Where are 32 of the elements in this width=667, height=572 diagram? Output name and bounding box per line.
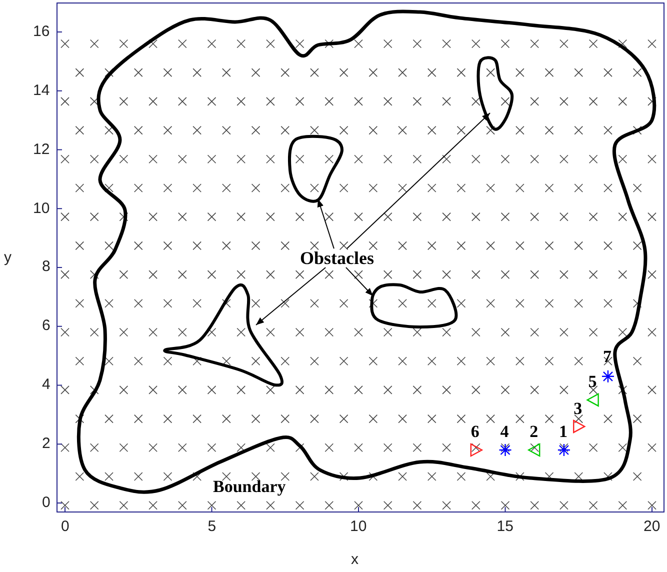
tick-label: 15: [496, 519, 514, 534]
point-number: 1: [558, 423, 568, 440]
point-number: 5: [588, 373, 597, 390]
obstacle-outline: [370, 283, 458, 328]
tick-label: 20: [644, 519, 660, 534]
obstacle-outline: [163, 283, 284, 387]
tick-label: 14: [33, 82, 50, 98]
obstacle-outline: [288, 134, 344, 203]
arrow: [345, 266, 374, 296]
point-number: 2: [530, 423, 538, 440]
tick-label: 6: [42, 318, 50, 334]
tick-label: 8: [42, 259, 50, 274]
tick-label: 2: [42, 436, 50, 452]
tick-label: 12: [33, 142, 50, 157]
point-number: 4: [500, 423, 509, 440]
tick-label: 10: [350, 519, 367, 534]
tick-label: 0: [61, 519, 70, 534]
axis-title: y: [4, 250, 12, 265]
tick-label: 5: [208, 519, 216, 534]
arrow: [346, 112, 490, 250]
tick-label: 0: [42, 495, 50, 510]
point-number: 6: [470, 423, 480, 440]
tick-label: 4: [42, 377, 50, 392]
point-number: 3: [574, 400, 582, 417]
arrow: [256, 266, 326, 326]
obstacle-outline: [476, 56, 514, 131]
tick-label: 16: [33, 24, 50, 39]
boundary-label: Boundary: [213, 478, 286, 495]
tick-label: 10: [33, 200, 50, 216]
callout-label: Obstacles: [300, 249, 374, 267]
arrow: [317, 198, 334, 250]
axis-title: x: [351, 552, 358, 567]
